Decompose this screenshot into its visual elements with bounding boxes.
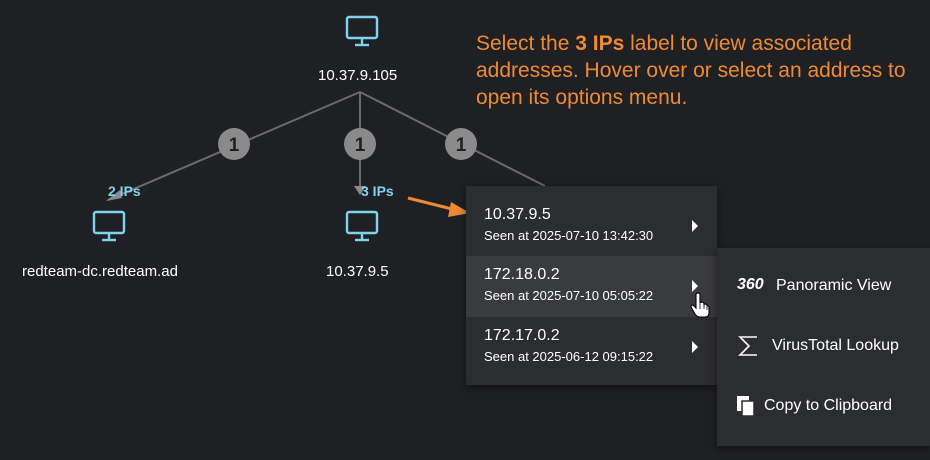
edge-badge-right[interactable]: 1 — [445, 128, 477, 160]
instruction-callout: Select the 3 IPs label to view associate… — [476, 30, 916, 111]
edge-arrowhead-middle — [354, 186, 366, 195]
caret-right-icon — [692, 280, 698, 292]
annotation-arrow — [407, 196, 470, 217]
node-label-left: redteam-dc.redteam.ad — [22, 263, 178, 280]
callout-text-bold: 3 IPs — [575, 32, 625, 55]
monitor-icon[interactable] — [345, 210, 379, 242]
caret-right-icon — [692, 341, 698, 353]
panoramic-view-label: Panoramic View — [776, 277, 892, 294]
caret-right-icon — [692, 220, 698, 232]
copy-to-clipboard-label: Copy to Clipboard — [764, 397, 893, 414]
callout-text-after: label to view associated addresses. Hove… — [476, 32, 906, 109]
address-menu: 10.37.9.5 Seen at 2025-07-10 13:42:30 17… — [466, 186, 717, 385]
svg-text:1: 1 — [355, 135, 366, 156]
address-item[interactable]: 172.18.0.2 Seen at 2025-07-10 05:05:22 — [466, 256, 717, 317]
address-ip: 10.37.9.5 — [484, 206, 551, 223]
ip-count-left[interactable]: 2 IPs — [108, 183, 141, 199]
panoramic-badge: 360 — [737, 276, 764, 293]
address-ip: 172.18.0.2 — [484, 266, 560, 283]
edge-badge-middle[interactable]: 1 — [344, 128, 376, 160]
monitor-icon[interactable] — [345, 15, 379, 47]
address-item[interactable]: 10.37.9.5 Seen at 2025-07-10 13:42:30 — [466, 186, 717, 256]
hand-cursor-icon — [690, 292, 710, 318]
edge-badge-left[interactable]: 1 — [218, 128, 250, 160]
sigma-icon — [738, 336, 757, 356]
address-ip: 172.17.0.2 — [484, 327, 560, 344]
monitor-icon[interactable] — [92, 210, 126, 242]
svg-text:1: 1 — [229, 135, 240, 156]
callout-text-before: Select the — [476, 32, 576, 55]
address-seen: Seen at 2025-07-10 05:05:22 — [484, 288, 654, 303]
virustotal-lookup-label: VirusTotal Lookup — [772, 337, 899, 354]
address-seen: Seen at 2025-06-12 09:15:22 — [484, 349, 654, 364]
ip-count-middle[interactable]: 3 IPs — [361, 183, 394, 199]
svg-text:1: 1 — [456, 135, 467, 156]
panoramic-view-option[interactable]: 360 Panoramic View — [717, 261, 930, 311]
address-item[interactable]: 172.17.0.2 Seen at 2025-06-12 09:15:22 — [466, 317, 717, 385]
edge-arrowhead-left — [106, 190, 122, 201]
node-label-root: 10.37.9.105 — [318, 67, 398, 84]
copy-icon — [737, 396, 755, 417]
options-menu: 360 Panoramic View VirusTotal Lookup Cop… — [717, 248, 930, 446]
copy-to-clipboard-option[interactable]: Copy to Clipboard — [717, 381, 930, 431]
address-seen: Seen at 2025-07-10 13:42:30 — [484, 228, 654, 243]
virustotal-lookup-option[interactable]: VirusTotal Lookup — [717, 321, 930, 371]
node-label-middle: 10.37.9.5 — [326, 263, 389, 280]
